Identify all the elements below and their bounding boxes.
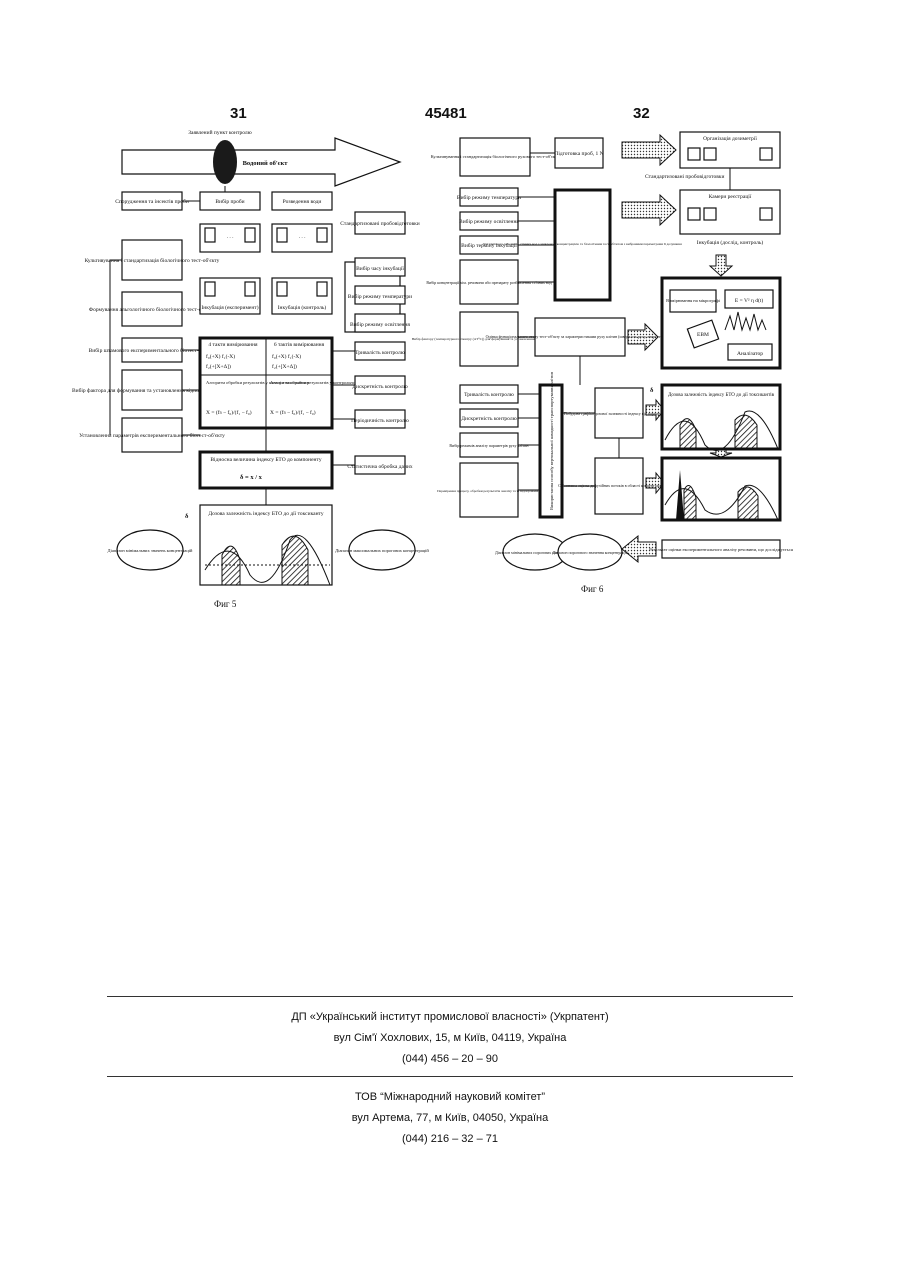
std-prep-label: Стандартизовані пробовідготовки xyxy=(645,173,724,180)
choose-time-label: Вибір часу інкубації xyxy=(356,265,404,272)
figure-6: Культивування і стандартизація біологічн… xyxy=(412,132,793,570)
graph-delta: δ xyxy=(185,513,189,520)
graph-title: Дозова залежність індексу БТО до дії ток… xyxy=(208,511,323,517)
vessel-icon xyxy=(317,282,327,296)
standard-sample-label: Стандартизовані пробовідготовки xyxy=(340,220,419,227)
choose-mode-label: Вибір режимів аналізу параметрів руху кл… xyxy=(449,443,529,448)
measure-values: f₂(+[X+Δ]) xyxy=(272,363,297,370)
org2-address: вул Артема, 77, м Київ, 04050, Україна xyxy=(0,1108,900,1129)
oval-right-label-6: Діапазон порогового значення концентраці… xyxy=(552,550,628,555)
hatched-region xyxy=(738,487,758,520)
footer-org2: ТОВ “Міжнародний науковий комітет” вул А… xyxy=(0,1087,900,1150)
hatched-region xyxy=(735,415,757,449)
measure-values: f₂(+[X+Δ]) xyxy=(206,363,231,370)
sampling-label: Вибір проби xyxy=(215,198,244,205)
formula-right: X = (fз − f₀)/(f₁ − f₀) xyxy=(270,409,316,416)
cell-n xyxy=(760,148,772,160)
vessel-icon xyxy=(277,282,287,296)
choose-temp-label: Вибір режиму температури xyxy=(348,293,412,300)
oval-right-label: Діапазон максимальних порогових концентр… xyxy=(335,548,429,553)
dotted-arrow xyxy=(622,135,676,165)
footer-org1: ДП «Український інститут промислової вла… xyxy=(0,1007,900,1070)
discretion-label-6: Дискретність контролю xyxy=(461,416,516,422)
graph-title-6: Дозова залежність індексу БТО до дії ток… xyxy=(668,393,775,398)
dotted-down-arrow xyxy=(710,450,732,457)
chambers-label: Камери реєстрації xyxy=(709,194,752,200)
figure-5: Водоний об'єкт Заявлений пункт контролю … xyxy=(72,129,429,585)
hatched-region xyxy=(282,536,308,585)
oval-left-label: Діапазон мінімальних значень концентраці… xyxy=(108,548,194,553)
cell-n xyxy=(760,208,772,220)
preparation-label: Підготовка проб, 1 N xyxy=(554,150,603,157)
incubation-ctrl-label: Інкубація (контроль) xyxy=(278,304,327,311)
sampling-point-label: Заявлений пункт контролю xyxy=(188,129,252,136)
figure-6-caption: Фиг 6 xyxy=(581,584,603,594)
figure-5-caption: Фиг 5 xyxy=(214,599,236,609)
cell-2 xyxy=(704,208,716,220)
vessel-dots: . . . xyxy=(299,234,307,240)
footer-rule-top xyxy=(107,996,793,997)
ebm-label: ЕВМ xyxy=(697,332,709,338)
establish-label: Установлення параметрів експериментально… xyxy=(79,432,225,439)
dilution-label: Розведення води xyxy=(283,199,322,205)
org2-phone: (044) 216 – 32 – 71 xyxy=(0,1129,900,1150)
org2-name: ТОВ “Міжнародний науковий комітет” xyxy=(0,1087,900,1108)
periodicity-label: Періодичність контролю xyxy=(351,418,409,424)
analyzer-label: Аналізатор xyxy=(737,351,763,357)
org1-phone: (044) 456 – 20 – 90 xyxy=(0,1049,900,1070)
cultivation-label: Культивування і стандартизація біологічн… xyxy=(85,257,220,264)
org1-address: вул Сім'ї Хохлових, 15, м Київ, 04119, У… xyxy=(0,1028,900,1049)
result-label: Відносна величина індексу БТО до компоне… xyxy=(210,457,321,463)
figures-svg: Водоний об'єкт Заявлений пункт контролю … xyxy=(0,0,900,640)
vessel-icon xyxy=(245,228,255,242)
vessel-icon xyxy=(205,282,215,296)
discretion-label: Дискретність контролю xyxy=(352,384,407,390)
cell-2 xyxy=(704,148,716,160)
vessel-icon xyxy=(245,282,255,296)
vessel-icon xyxy=(205,228,215,242)
measure-right-label: 6 тактів вимірювання xyxy=(274,342,325,348)
cultivation-label-6: Культивування і стандартизація біологічн… xyxy=(431,154,560,159)
sampling-point-marker xyxy=(213,140,237,184)
duration-label-6: Тривалість контролю xyxy=(464,392,514,398)
vertical-method-label: Використання способу вертикальної швидко… xyxy=(549,371,554,510)
measure-left-label: 4 такти вимірювання xyxy=(208,342,258,348)
vessel-icon xyxy=(277,228,287,242)
video-label: Вимірювання на мікрографі xyxy=(666,298,721,303)
footer-rule-bottom xyxy=(107,1076,793,1077)
dotted-arrow xyxy=(628,324,658,350)
sources-label: Спорудження та інсектів проби xyxy=(115,198,189,205)
dotted-arrow xyxy=(622,536,656,562)
vessel-dots: . . . xyxy=(227,234,235,240)
dosimeter-label: Організація дозиметрії xyxy=(703,136,757,142)
org1-name: ДП «Український інститут промислової вла… xyxy=(0,1007,900,1028)
dotted-down-arrow xyxy=(710,255,732,276)
dose-graph-box xyxy=(200,505,332,585)
dotted-arrow xyxy=(622,195,676,225)
incubation-label-6: Інкубація (дослід, контроль) xyxy=(697,239,764,246)
choose-light-label: Вибір режиму освітлення xyxy=(350,321,410,328)
cell-1 xyxy=(688,208,700,220)
water-object-label: Водоний об'єкт xyxy=(243,160,289,167)
result-formula: δ = x / x xyxy=(240,474,263,481)
formation-label: Формування альгологічного біологічного т… xyxy=(89,306,216,313)
formula-left: X = (fз − f₀)/(f₁ − f₀) xyxy=(206,409,252,416)
choose-light-label-6: Вибір режиму освітлення xyxy=(459,218,519,225)
choose-temp-label-6: Вибір режиму температури xyxy=(457,194,521,201)
vessel-icon xyxy=(317,228,327,242)
measure-values: f₀(+X) f₁(-X) xyxy=(272,353,301,360)
measure-values: f₀(+X) f₁(-X) xyxy=(206,353,235,360)
incubation-exp-label: Інкубація (експеримент) xyxy=(201,304,258,311)
formula-label: E = V² η d(t) xyxy=(735,297,763,304)
graph-delta-6: δ xyxy=(650,387,654,394)
cell-1 xyxy=(688,148,700,160)
duration-label: Тривалість контролю xyxy=(355,350,405,356)
stat-label: Статистична обробка даних xyxy=(347,463,412,470)
